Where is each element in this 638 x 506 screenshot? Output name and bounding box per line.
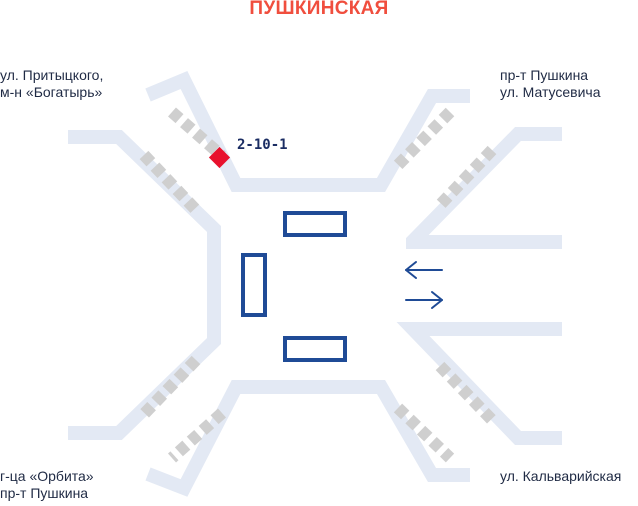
stairs-southwest-outer — [139, 355, 201, 419]
arrow-right-head — [431, 291, 443, 309]
exit-code-label: 2-10-1 — [237, 137, 288, 153]
station-title: ПУШКИНСКАЯ — [249, 0, 389, 19]
stairs-southeast-inner — [393, 403, 455, 463]
label-northwest-line1: ул. Притыцкого, — [0, 67, 104, 83]
booths — [241, 211, 347, 362]
wall-right-upper — [406, 127, 562, 249]
passage-walls — [68, 71, 562, 497]
direction-arrows-icon — [405, 261, 443, 309]
staircases — [139, 107, 497, 463]
label-northeast-line2: ул. Матусевича — [500, 84, 601, 100]
exit-marker-icon — [208, 146, 231, 169]
wall-right-lower — [396, 322, 562, 445]
stairs-northeast-outer — [393, 107, 455, 170]
stairs-northeast-inner — [435, 145, 497, 210]
wall-bottom — [145, 380, 470, 497]
arrow-left-head — [405, 261, 417, 279]
label-southwest-line1: г-ца «Орбита» — [0, 468, 94, 484]
booth-top — [283, 211, 347, 237]
wall-left — [68, 130, 221, 440]
label-northwest: ул. Притыцкого, м-н «Богатырь» — [0, 67, 103, 101]
label-southeast: ул. Кальварийская — [500, 468, 621, 485]
label-northwest-line2: м-н «Богатырь» — [0, 84, 103, 100]
stairs-northwest-inner — [139, 150, 201, 215]
label-southwest-line2: пр-т Пушкина — [0, 485, 89, 501]
booth-bottom — [283, 336, 347, 362]
stairs-southwest-inner — [167, 408, 227, 463]
label-northeast-line1: пр-т Пушкина — [500, 67, 589, 83]
booth-left — [241, 253, 267, 317]
label-southwest: г-ца «Орбита» пр-т Пушкина — [0, 468, 94, 502]
stairs-northwest-outer — [168, 107, 226, 161]
label-northeast: пр-т Пушкина ул. Матусевича — [500, 67, 600, 101]
stairs-southeast-outer — [435, 361, 497, 425]
label-southeast-line1: ул. Кальварийская — [500, 468, 622, 484]
wall-top — [145, 71, 470, 192]
